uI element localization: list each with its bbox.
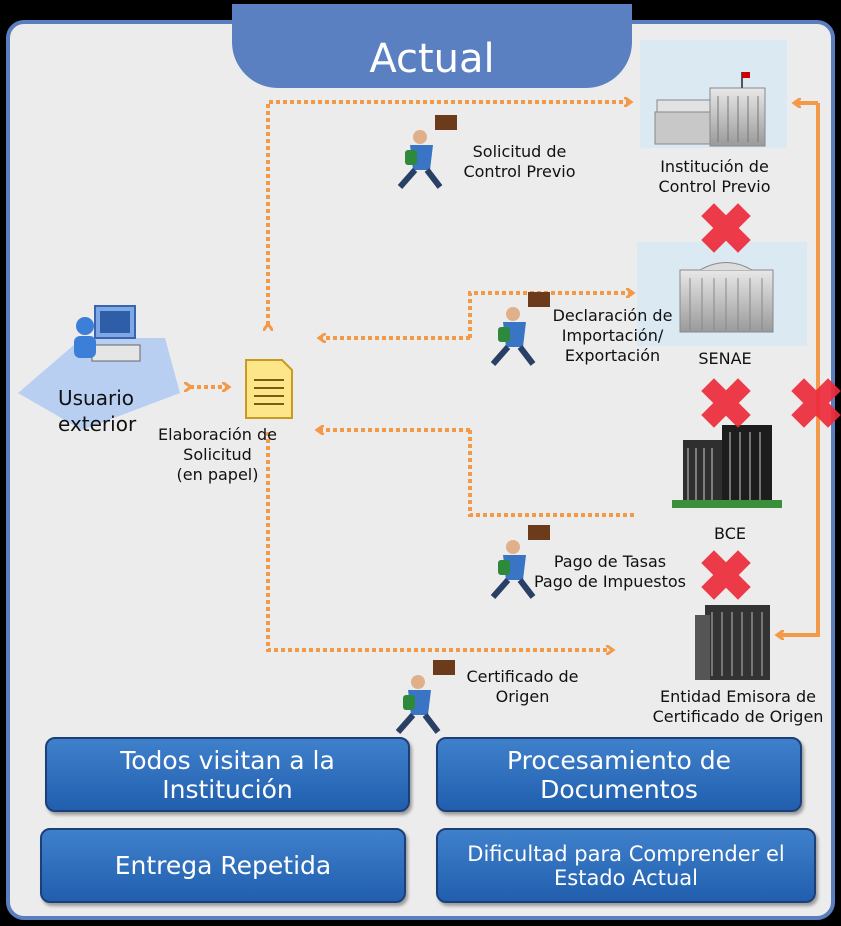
flow-connectors xyxy=(190,102,635,650)
control-previo-label: Institución de Control Previo xyxy=(658,157,771,196)
senae-building-icon xyxy=(637,242,807,346)
cross-marks xyxy=(701,203,841,600)
runner-icon xyxy=(397,115,457,189)
arrow-to-control-previo xyxy=(268,102,630,325)
flow-label-pago: Pago de Tasas Pago de Impuestos xyxy=(533,552,687,591)
flow-label-declaracion: Declaración de Importación/ Exportación xyxy=(552,306,673,365)
bce-building-icon xyxy=(672,425,782,508)
arrow-declaracion xyxy=(320,293,632,340)
runner-icon xyxy=(395,660,455,734)
issue-text: Dificultad para Comprender el Estado Act… xyxy=(467,841,785,890)
control-previo-building-icon xyxy=(640,40,787,148)
document-label: Elaboración de Solicitud (en papel) xyxy=(158,425,277,484)
emisora-building-icon xyxy=(695,605,770,680)
emisora-label: Entidad Emisora de Certificado de Origen xyxy=(652,687,824,726)
flow-label-certificado: Certificado de Origen xyxy=(466,667,579,706)
cross-icon xyxy=(701,378,751,428)
user-computer-icon xyxy=(18,305,180,430)
issue-text: Entrega Repetida xyxy=(114,851,332,880)
diagram-title: Actual xyxy=(232,4,632,88)
arrow-certificado xyxy=(266,432,612,650)
cross-icon xyxy=(701,203,751,253)
feedback-connector xyxy=(778,103,820,635)
senae-label: SENAE xyxy=(698,349,752,368)
runner-icon xyxy=(490,292,550,366)
flow-label-solicitud: Solicitud de Control Previo xyxy=(463,142,576,181)
issue-text: Procesamiento de Documentos xyxy=(507,745,731,804)
runner-icon xyxy=(490,525,550,599)
arrow-pago xyxy=(318,430,635,517)
bce-label: BCE xyxy=(714,524,746,543)
issue-box-visitas: Todos visitan a la Institución xyxy=(45,737,410,812)
issue-box-entrega: Entrega Repetida xyxy=(40,828,406,903)
issue-box-procesamiento: Procesamiento de Documentos xyxy=(436,737,802,812)
cross-icon xyxy=(701,550,751,600)
cross-icon xyxy=(791,378,841,428)
issue-text: Todos visitan a la Institución xyxy=(120,745,335,804)
user-label: Usuario exterior xyxy=(58,386,137,436)
issue-box-dificultad: Dificultad para Comprender el Estado Act… xyxy=(436,828,816,903)
document-icon xyxy=(245,359,293,419)
